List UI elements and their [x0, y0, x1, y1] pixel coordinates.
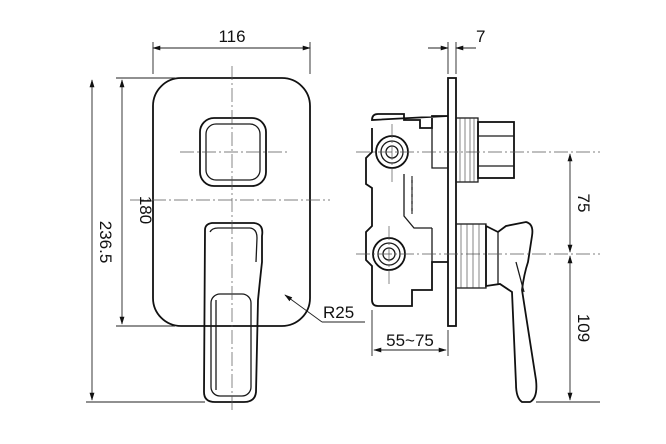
total-height-dim-label: 236.5: [96, 221, 115, 264]
side-mixer-lever: [455, 221, 538, 403]
plate-thickness-dim-label: 7: [476, 27, 485, 46]
width-dimension: 116: [152, 27, 311, 74]
centers-distance-dim-label: 75: [574, 194, 593, 213]
front-view: 116 180 236.5 R25: [86, 27, 365, 412]
lower-height-dim-label: 109: [574, 314, 593, 342]
valve-body: [365, 113, 449, 307]
mixer-lever: [203, 222, 264, 403]
centers-distance-dimension: 75: [567, 153, 593, 253]
radius-callout: R25: [284, 294, 365, 323]
radius-dim-label: R25: [323, 303, 354, 322]
lower-height-dimension: 109: [536, 255, 600, 403]
side-wall-plate: [447, 77, 457, 327]
diverter-stem: [455, 117, 515, 183]
width-dim-label: 116: [218, 27, 245, 46]
inner-height-dim-label: 180: [136, 196, 155, 224]
depth-range-dim-label: 55~75: [386, 331, 434, 350]
wall-plate: [152, 77, 311, 327]
plate-thickness-dimension: 7: [428, 27, 485, 74]
side-view: 7 75 109 55~75: [356, 27, 600, 403]
total-height-dimension: 236.5: [86, 79, 205, 403]
depth-range-dimension: 55~75: [371, 310, 449, 356]
inner-height-dimension: 180: [116, 77, 175, 327]
